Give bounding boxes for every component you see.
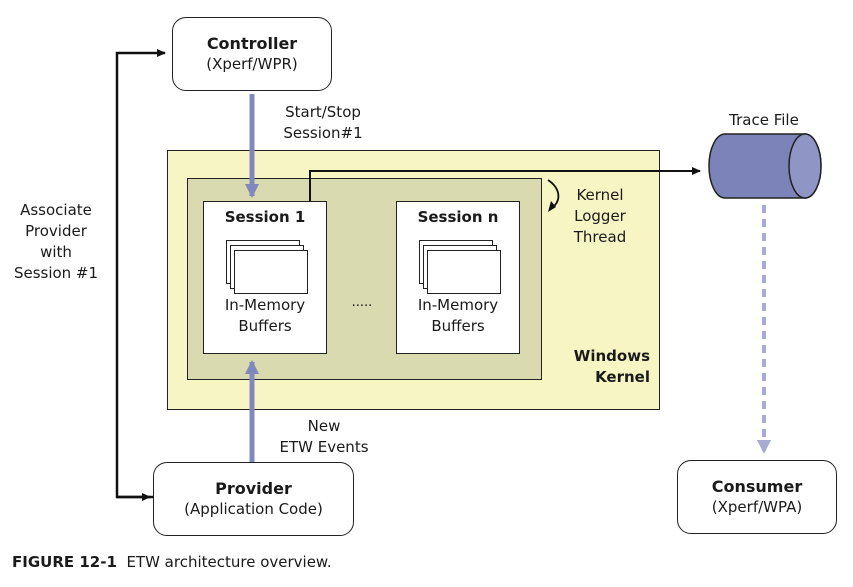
figure-caption: FIGURE 12-1 ETW architecture overview.: [12, 553, 332, 571]
controller-box: Controller (Xperf/WPR): [172, 17, 332, 91]
session-n-buffers-line-1: In-Memory: [417, 296, 499, 314]
kernel-logger-label: Kernel Logger Thread: [573, 186, 627, 246]
provider-title: Provider: [215, 479, 292, 498]
start-stop-label: Start/Stop Session#1: [283, 103, 363, 142]
consumer-title: Consumer: [711, 477, 803, 496]
figure-number: FIGURE 12-1: [12, 553, 117, 571]
trace-file-label: Trace File: [729, 111, 799, 129]
trace-file-cylinder: [708, 133, 822, 199]
provider-subtitle: (Application Code): [184, 500, 323, 518]
figure-caption-text: ETW architecture overview.: [126, 553, 332, 571]
buffer-page: [234, 250, 308, 294]
consumer-box: Consumer (Xperf/WPA): [677, 460, 837, 534]
session-n-title: Session n: [417, 208, 499, 226]
controller-title: Controller: [206, 34, 298, 53]
session-1-buffers-line-2: Buffers: [238, 317, 292, 335]
windows-kernel-label: Windows Kernel: [573, 347, 650, 386]
consumer-subtitle: (Xperf/WPA): [711, 498, 803, 516]
session-1-box: Session 1 In-Memory Buffers: [203, 201, 327, 354]
session-1-title: Session 1: [224, 208, 306, 226]
provider-box: Provider (Application Code): [153, 462, 354, 536]
controller-subtitle: (Xperf/WPR): [206, 55, 298, 73]
session-n-buffers-line-2: Buffers: [431, 317, 485, 335]
associate-connector: [115, 49, 172, 499]
ellipsis: .....: [351, 295, 373, 310]
session-n-box: Session n In-Memory Buffers: [396, 201, 520, 354]
session-to-trace-file-line: [309, 167, 701, 201]
associate-label: Associate Provider with Session #1: [13, 201, 99, 282]
buffer-page: [427, 250, 501, 294]
session-1-buffers-line-1: In-Memory: [224, 296, 306, 314]
new-events-label: New ETW Events: [279, 417, 369, 456]
